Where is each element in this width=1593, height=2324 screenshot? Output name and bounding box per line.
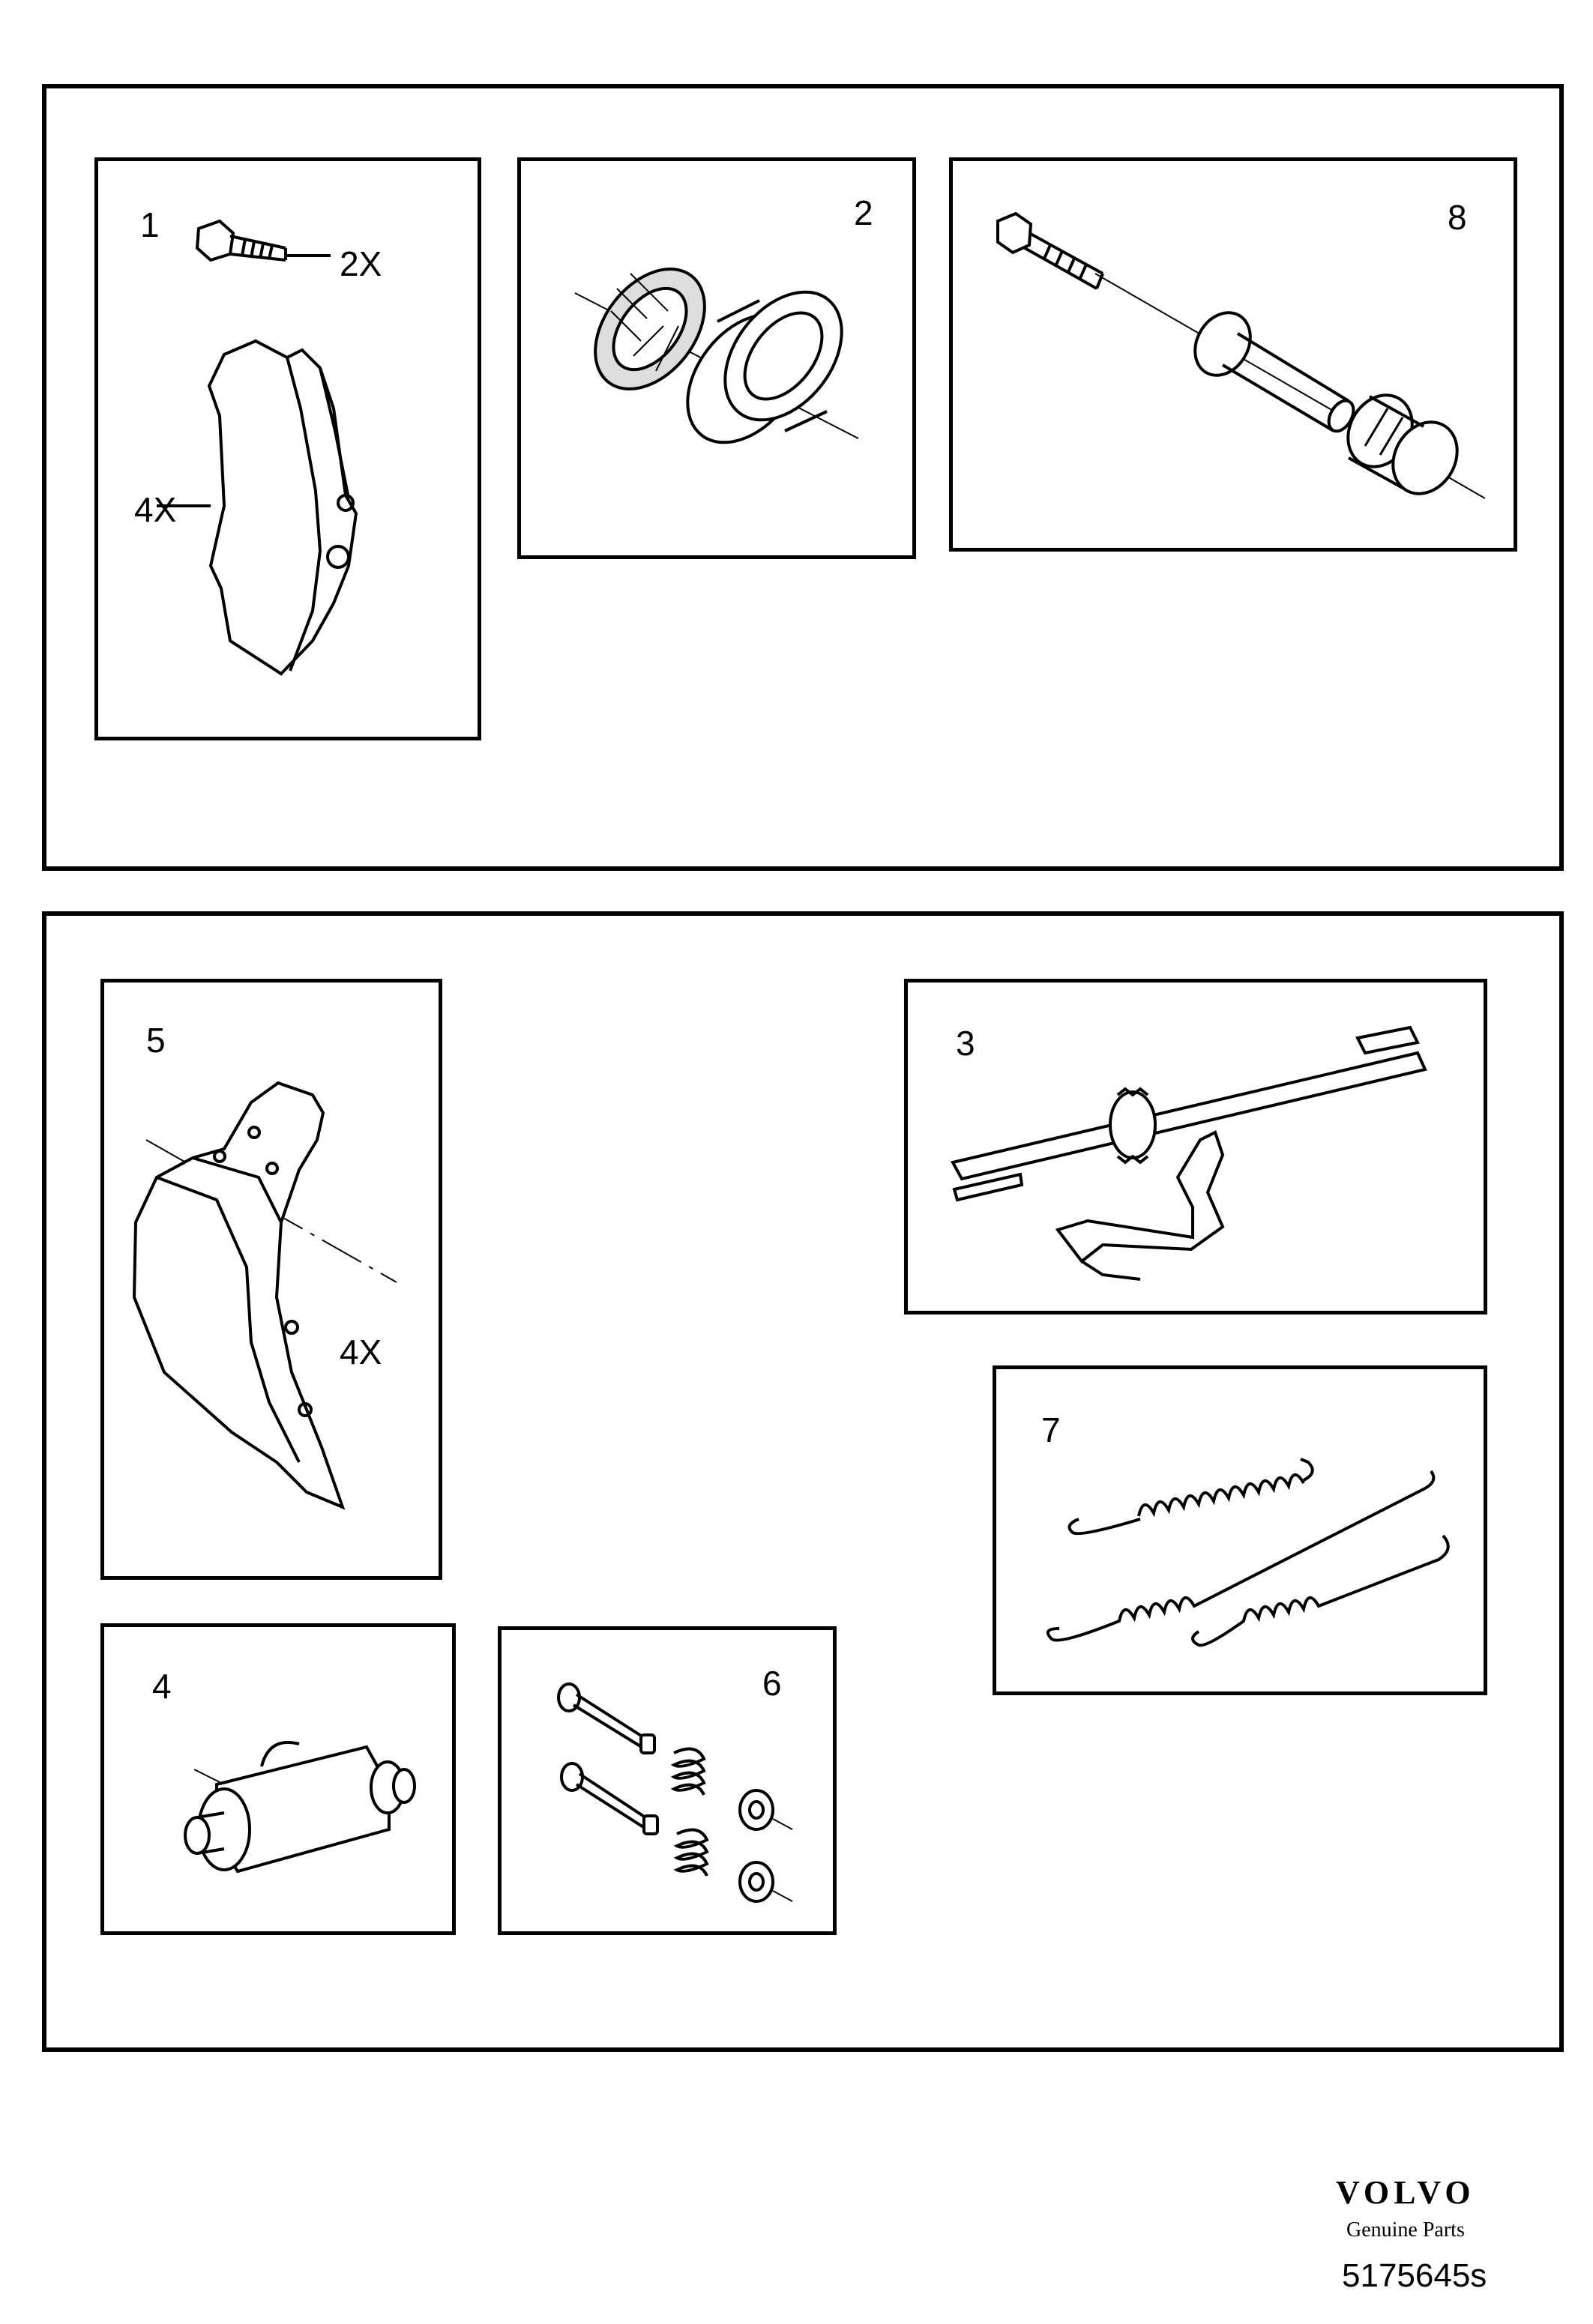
part-number-label: 2 xyxy=(854,193,873,232)
hold-down-kit-drawing xyxy=(557,1682,793,1903)
part-panel-3: 3 xyxy=(904,979,1487,1315)
brake-pad-kit-drawing xyxy=(157,219,358,676)
seal-kit-drawing xyxy=(574,268,859,444)
spring-cup-icon xyxy=(738,1789,793,1903)
part-panel-5: 5 4X xyxy=(100,979,442,1580)
part-panel-1: 1 2X 4X xyxy=(94,157,481,740)
part-panel-7: 7 xyxy=(993,1365,1487,1695)
part-number-label: 3 xyxy=(956,1024,975,1063)
bolt-icon xyxy=(195,219,331,262)
part-panel-2: 2 xyxy=(517,157,916,559)
volvo-logo: VOLVO xyxy=(1336,2174,1475,2211)
group-frame-top xyxy=(42,84,1564,871)
bushing-icon xyxy=(686,290,843,444)
guide-pin-icon xyxy=(1193,311,1355,433)
brake-pad-icon xyxy=(157,339,358,676)
rubber-boot-icon xyxy=(1346,393,1459,495)
part-number-label: 4 xyxy=(152,1667,172,1706)
part-panel-6: 6 xyxy=(498,1626,837,1935)
adjuster-wheel-icon xyxy=(1109,1087,1157,1165)
part-number-label: 7 xyxy=(1041,1410,1061,1449)
brake-shoe-icon xyxy=(132,1081,346,1510)
part-panel-4: 4 xyxy=(100,1623,456,1935)
wheel-cylinder-icon xyxy=(184,1741,416,1874)
guide-pin-kit-drawing xyxy=(996,211,1486,499)
quantity-label-bolt: 2X xyxy=(340,244,382,283)
hold-down-spring-icon xyxy=(670,1747,709,1877)
group-frame-bottom xyxy=(42,911,1564,2052)
return-spring-icon xyxy=(1046,1458,1450,1647)
part-number-label: 8 xyxy=(1448,198,1467,237)
hold-down-pin-icon xyxy=(557,1682,659,1835)
adjuster-strut-icon xyxy=(950,1025,1427,1202)
quantity-label-shoe: 4X xyxy=(340,1332,382,1371)
wheel-cylinder-drawing xyxy=(184,1741,416,1874)
part-number-label: 6 xyxy=(762,1664,782,1703)
adjuster-kit-drawing xyxy=(950,1025,1427,1281)
illustration-reference-number: 5175645s xyxy=(1342,2257,1487,2294)
guide-bolt-icon xyxy=(996,211,1104,290)
seal-ring-icon xyxy=(594,268,706,390)
return-spring-drawing xyxy=(1046,1458,1450,1647)
part-panel-8: 8 xyxy=(949,157,1517,552)
part-number-label: 1 xyxy=(140,205,160,244)
quantity-label-pad: 4X xyxy=(134,490,177,529)
adjuster-lever-icon xyxy=(1055,1130,1225,1281)
brake-shoe-drawing xyxy=(132,1081,397,1510)
part-number-label: 5 xyxy=(146,1021,166,1060)
brand-caption: Genuine Parts xyxy=(1346,2218,1465,2242)
